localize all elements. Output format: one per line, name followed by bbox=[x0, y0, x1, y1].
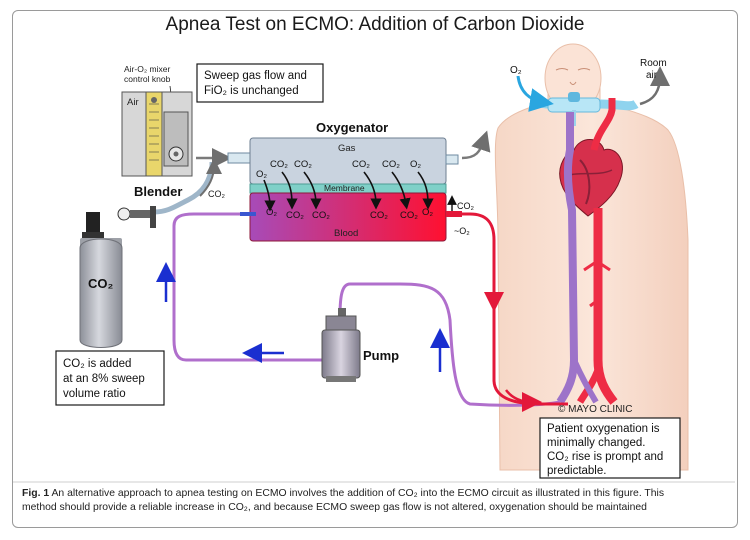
blood-co2-1: CO₂ bbox=[286, 210, 304, 221]
gas-line-tube bbox=[227, 152, 251, 164]
room-air-label-2: air bbox=[646, 70, 658, 81]
co2-added-line2: at an 8% sweep bbox=[63, 373, 145, 385]
co2-added-line1: CO₂ is added bbox=[63, 358, 131, 370]
blood-label: Blood bbox=[334, 228, 358, 239]
blood-co2-4: CO₂ bbox=[400, 210, 418, 221]
sweep-callout-line2: FiO₂ is unchanged bbox=[204, 85, 299, 97]
sweep-callout-box bbox=[196, 63, 324, 103]
patient-callout-line1: Patient oxygenation is bbox=[547, 423, 660, 435]
sweep-callout-line1: Sweep gas flow and bbox=[204, 70, 307, 82]
pump bbox=[321, 308, 361, 382]
gas-o2-1: O₂ bbox=[410, 159, 421, 170]
co2-added-line3: volume ratio bbox=[63, 388, 126, 400]
pump-to-oxygenator-line bbox=[172, 212, 326, 362]
gas-o2-left: O₂ bbox=[256, 169, 267, 180]
blender-device bbox=[121, 91, 193, 177]
patient-head bbox=[544, 43, 602, 113]
air-label: Air bbox=[127, 97, 139, 108]
venous-drainage-line bbox=[338, 282, 561, 407]
co2-tank-label: CO₂ bbox=[88, 276, 114, 291]
pump-label: Pump bbox=[363, 348, 399, 363]
co2-out-label: CO₂ bbox=[457, 201, 475, 211]
room-air-arrow bbox=[639, 66, 670, 106]
caption-text-1: An alternative approach to apnea testing… bbox=[51, 488, 665, 499]
membrane-label: Membrane bbox=[324, 183, 365, 193]
figure-title: Apnea Test on ECMO: Addition of Carbon D… bbox=[165, 14, 585, 35]
co2-tank bbox=[79, 206, 156, 348]
flow-arrow-return-red bbox=[505, 389, 542, 412]
patient-callout-line2: minimally changed. bbox=[547, 437, 645, 449]
diffusion-arrows bbox=[263, 171, 434, 212]
blender-label: Blender bbox=[134, 184, 182, 199]
copyright-label: © MAYO CLINIC bbox=[558, 404, 632, 415]
blood-co2-3: CO₂ bbox=[370, 210, 388, 221]
caption-text-2: method should provide a reliable increas… bbox=[22, 502, 647, 513]
gas-label: Gas bbox=[338, 143, 356, 154]
patient-callout-line3: CO₂ rise is prompt and bbox=[547, 451, 663, 463]
co2-added-callout-box bbox=[55, 350, 165, 406]
co2-regulator-icon bbox=[117, 207, 131, 221]
patient-callout-line4: predictable. bbox=[547, 465, 606, 477]
blood-o2-1: O₂ bbox=[266, 207, 277, 218]
room-air-label-1: Room bbox=[640, 58, 667, 69]
gas-co2-1: CO₂ bbox=[270, 159, 288, 170]
o2-inflow-arrow bbox=[516, 75, 554, 112]
o2-approx-label: ~O₂ bbox=[454, 226, 470, 236]
oxygenator-label: Oxygenator bbox=[316, 120, 388, 135]
co2-supply-label: CO₂ bbox=[208, 189, 226, 199]
oxygenator bbox=[249, 137, 447, 242]
blood-co2-2: CO₂ bbox=[312, 210, 330, 221]
heart bbox=[559, 139, 623, 217]
gas-co2-4: CO₂ bbox=[382, 159, 400, 170]
mixer-knob-label-2: control knob bbox=[124, 74, 171, 84]
patient-callout-box bbox=[539, 417, 681, 479]
figure-caption: Fig. 1 An alternative approach to apnea … bbox=[22, 487, 732, 515]
caption-label: Fig. 1 bbox=[22, 488, 50, 499]
gas-co2-2: CO₂ bbox=[294, 159, 312, 170]
o2-inflow-label: O₂ bbox=[510, 65, 522, 76]
blood-o2-2: O₂ bbox=[422, 207, 433, 218]
vena-cava-vein bbox=[556, 112, 599, 405]
gas-exhaust-tube bbox=[445, 154, 459, 165]
mixer-knob-label-1: Air-O₂ mixer bbox=[124, 64, 170, 74]
gas-exhaust-arrow bbox=[461, 130, 491, 160]
gas-co2-3: CO₂ bbox=[352, 159, 370, 170]
